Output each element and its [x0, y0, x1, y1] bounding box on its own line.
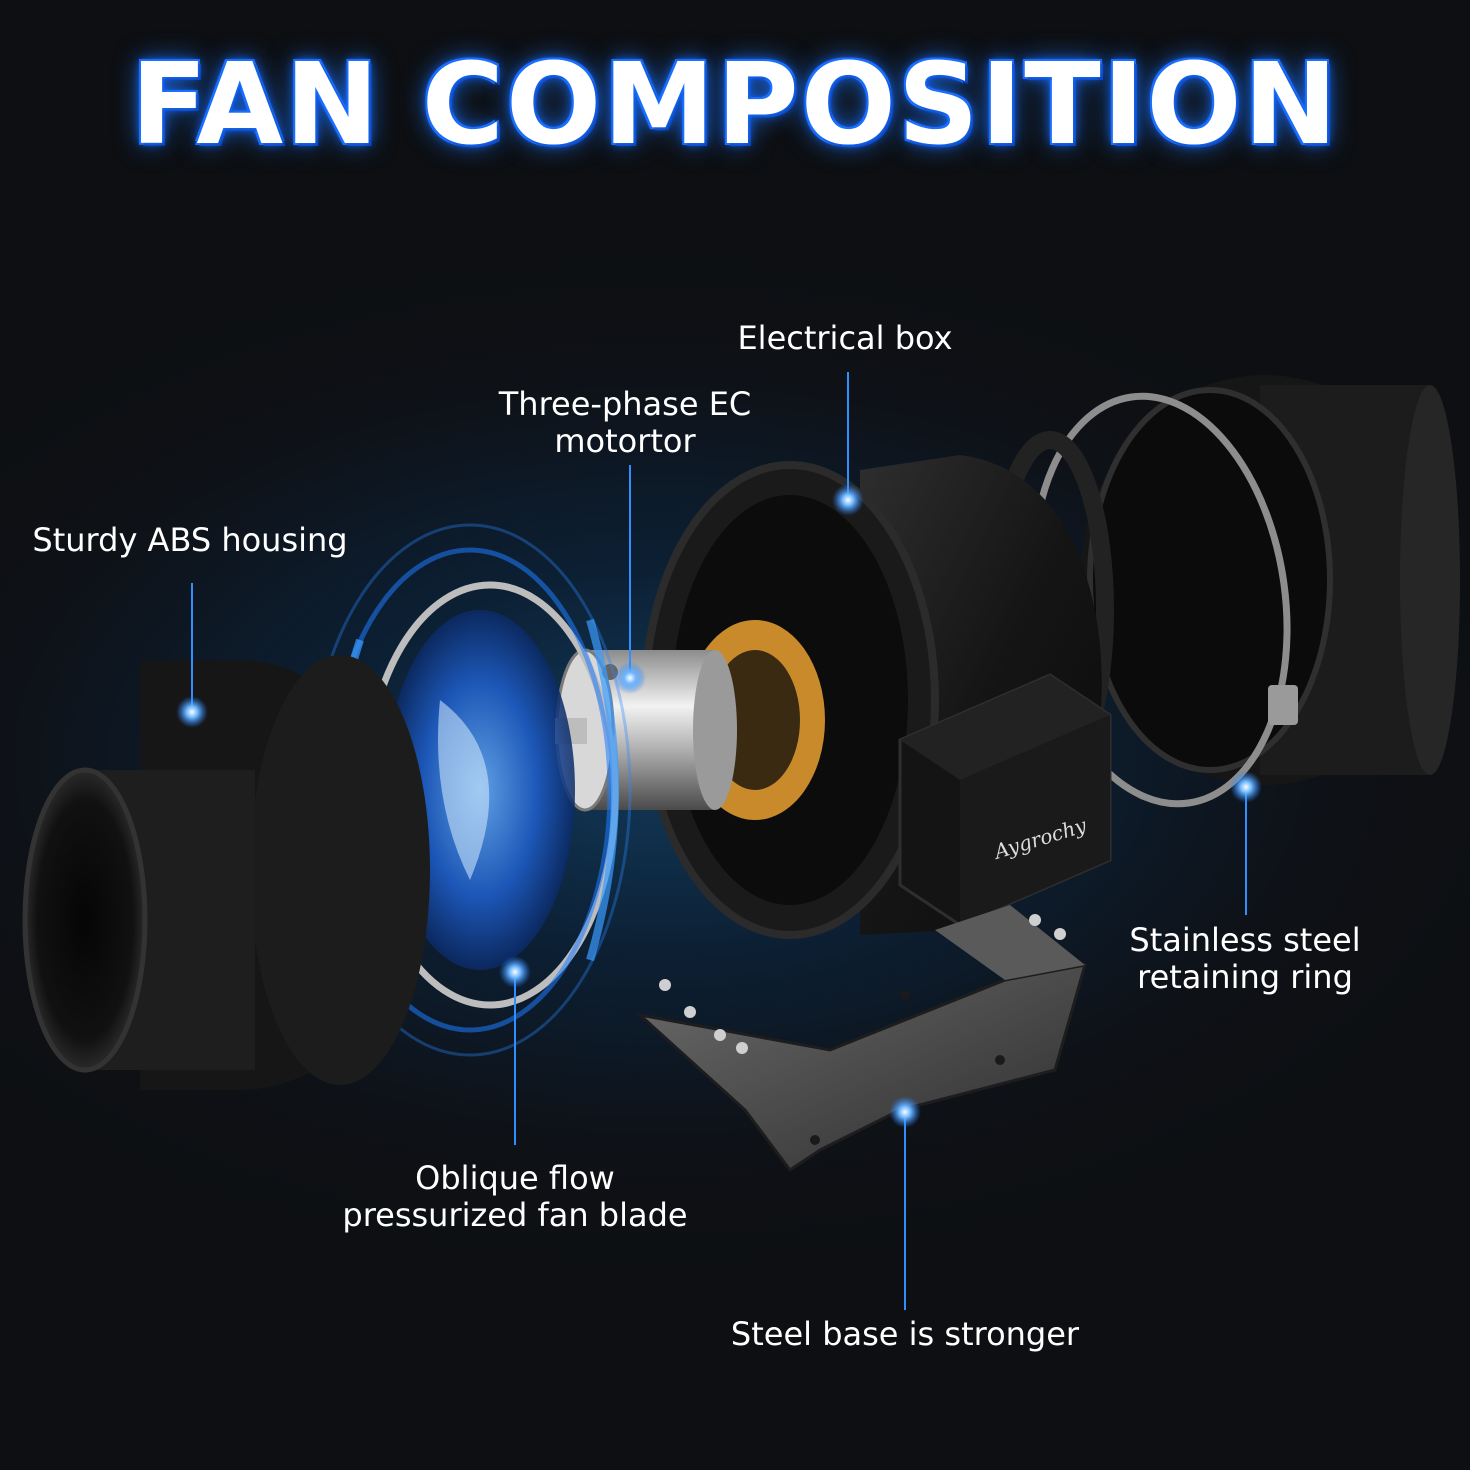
label-motor-line1: Three-phase EC — [498, 385, 752, 423]
screws — [659, 914, 1066, 1054]
label-ring-line2: retaining ring — [1137, 958, 1353, 996]
label-electrical-box: Electrical box — [700, 320, 990, 357]
label-blade-line2: pressurized fan blade — [342, 1196, 688, 1234]
label-motor-line2: motortor — [554, 422, 696, 460]
label-steel-base-text: Steel base is stronger — [730, 1315, 1080, 1353]
label-electrical-box-text: Electrical box — [737, 319, 953, 357]
callout-dot-base — [889, 1096, 921, 1128]
callout-dot-electrical-box — [832, 484, 864, 516]
label-steel-base: Steel base is stronger — [700, 1316, 1110, 1353]
callout-lines — [191, 372, 1247, 1310]
label-retaining-ring: Stainless steel retaining ring — [1110, 922, 1380, 996]
ec-motor — [555, 648, 737, 812]
fan-blade — [308, 523, 632, 1057]
electrical-box: Aygrochy — [898, 673, 1112, 927]
label-blade-line1: Oblique flow — [415, 1159, 615, 1197]
label-ring-line1: Stainless steel — [1129, 921, 1361, 959]
callout-dot-ring — [1230, 771, 1262, 803]
steel-base — [635, 905, 1088, 1173]
left-inlet-pipe — [22, 655, 430, 1090]
callout-dot-motor — [614, 662, 646, 694]
label-housing-text: Sturdy ABS housing — [32, 521, 348, 559]
label-housing: Sturdy ABS housing — [20, 522, 360, 559]
page-title: FAN COMPOSITION — [130, 40, 1340, 170]
label-motor: Three-phase EC motortor — [470, 386, 780, 460]
label-fan-blade: Oblique flow pressurized fan blade — [320, 1160, 710, 1234]
callout-dot-housing — [176, 696, 208, 728]
callout-dot-blade — [499, 956, 531, 988]
callout-dots — [176, 484, 1262, 1128]
